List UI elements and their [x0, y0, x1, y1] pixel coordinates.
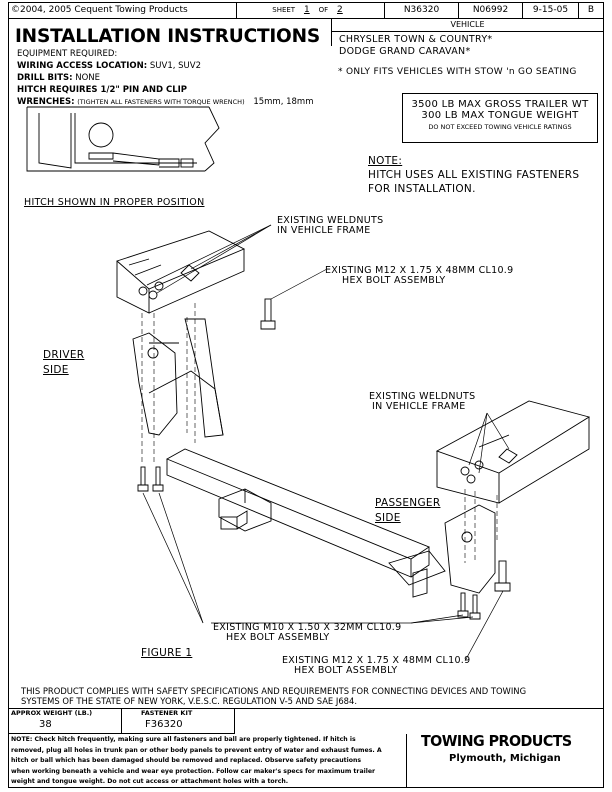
header-row: ©2004, 2005 Cequent Towing Products SHEE…	[9, 3, 603, 19]
drawing-number: N06992	[459, 3, 523, 18]
wrench-label: WRENCHES:	[17, 97, 75, 107]
bolt-m12-top-line-2: HEX BOLT ASSEMBLY	[342, 275, 446, 286]
figure-label: FIGURE 1	[141, 647, 193, 659]
weldnuts-2-line-1: EXISTING WELDNUTS	[369, 391, 476, 402]
sheet-number: 1	[303, 5, 310, 15]
footer-top-rule	[9, 708, 603, 709]
compliance-line-1: THIS PRODUCT COMPLIES WITH SAFETY SPECIF…	[21, 686, 527, 696]
vehicle-label: VEHICLE	[331, 18, 603, 32]
ratings-box: 3500 LB MAX GROSS TRAILER WT 300 LB MAX …	[402, 93, 598, 143]
wrench-note: (TIGHTEN ALL FASTENERS WITH TORQUE WRENC…	[77, 98, 245, 106]
driver-frame-bracket	[116, 230, 246, 314]
bolt-m12-bottom-line-1: EXISTING M12 X 1.75 X 48MM CL10.9	[282, 655, 471, 666]
proper-position-inset	[26, 106, 220, 172]
wrench-value: 15mm, 18mm	[253, 97, 314, 107]
wiring-value: SUV1, SUV2	[149, 61, 201, 71]
weldnuts-1-line-2: IN VEHICLE FRAME	[277, 225, 371, 236]
note-label: NOTE:	[368, 155, 403, 167]
brand-name: TOWING PRODUCTS	[421, 732, 572, 750]
kit-label: FASTENER KIT	[141, 709, 193, 717]
sheet-label: SHEET	[272, 6, 296, 14]
sheet-counter: SHEET 1 OF 2	[237, 3, 385, 18]
spec-table: APPROX WEIGHT (LB.) 38 FASTENER KIT F363…	[9, 708, 235, 734]
revision: B	[587, 5, 595, 15]
warning-line-4: when working beneath a vehicle and wear …	[11, 767, 376, 775]
vehicle-note: * ONLY FITS VEHICLES WITH STOW 'n GO SEA…	[338, 67, 577, 77]
drill-value: NONE	[75, 73, 100, 83]
vehicle-line-1: CHRYSLER TOWN & COUNTRY*	[339, 34, 493, 45]
bolt-m10-line-1: EXISTING M10 X 1.50 X 32MM CL10.9	[213, 622, 402, 633]
passenger-frame-bracket	[435, 400, 591, 504]
note-line-1: HITCH USES ALL EXISTING FASTENERS	[368, 169, 580, 181]
rating-tongue: 300 LB MAX TONGUE WEIGHT	[421, 110, 579, 121]
rating-gross: 3500 LB MAX GROSS TRAILER WT	[411, 99, 589, 110]
spec-divider	[121, 708, 122, 733]
wiring-row: WIRING ACCESS LOCATION: SUV1, SUV2	[17, 61, 201, 71]
compliance-line-2: SYSTEMS OF THE STATE OF NEW YORK, V.E.S.…	[21, 696, 357, 706]
vehicle-divider	[331, 32, 332, 46]
brand-city: Plymouth, Michigan	[449, 753, 561, 764]
wrench-row: WRENCHES: (TIGHTEN ALL FASTENERS WITH TO…	[17, 97, 313, 107]
drill-label: DRILL BITS:	[17, 73, 73, 83]
warning-line-5: weight and tongue weight. Do not cut acc…	[11, 778, 289, 786]
page-title: INSTALLATION INSTRUCTIONS	[15, 26, 320, 47]
driver-side-line-2: SIDE	[43, 364, 69, 376]
of-label: OF	[318, 6, 329, 14]
bolts	[137, 298, 511, 620]
warning-line-2: removed, plug all holes in trunk pan or …	[11, 746, 382, 754]
rating-warning: DO NOT EXCEED TOWING VEHICLE RATINGS	[428, 123, 572, 131]
copyright: ©2004, 2005 Cequent Towing Products	[9, 3, 237, 18]
passenger-hitch-bracket	[388, 504, 496, 598]
warning-line-1: NOTE: Check hitch frequently, making sur…	[11, 736, 356, 743]
hitch-requirement: HITCH REQUIRES 1/2" PIN AND CLIP	[17, 85, 187, 95]
date: 9-15-05	[523, 3, 579, 18]
passenger-side-line-2: SIDE	[375, 512, 401, 524]
weight-value: 38	[39, 719, 52, 730]
passenger-side-line-1: PASSENGER	[375, 497, 441, 509]
note-line-2: FOR INSTALLATION.	[368, 183, 476, 195]
weight-label: APPROX WEIGHT (LB.)	[11, 709, 93, 717]
hitch-diagram	[26, 106, 591, 662]
driver-side-line-1: DRIVER	[43, 349, 85, 361]
hitch-caption: HITCH SHOWN IN PROPER POSITION	[24, 197, 205, 208]
instruction-sheet: ©2004, 2005 Cequent Towing Products SHEE…	[8, 2, 604, 788]
weldnuts-2-line-2: IN VEHICLE FRAME	[372, 401, 466, 412]
bolt-m10-line-2: HEX BOLT ASSEMBLY	[226, 632, 330, 643]
drill-row: DRILL BITS: NONE	[17, 73, 100, 83]
safety-warning: NOTE: Check hitch frequently, making sur…	[9, 734, 407, 788]
hitch-crossbar	[165, 448, 430, 578]
weldnuts-1-line-1: EXISTING WELDNUTS	[277, 215, 384, 226]
part-number: N36320	[385, 3, 459, 18]
driver-hitch-bracket	[132, 318, 224, 438]
warning-line-3: hitch or ball which has been damaged sho…	[11, 757, 362, 765]
wiring-label: WIRING ACCESS LOCATION:	[17, 61, 148, 71]
vehicle-line-2: DODGE GRAND CARAVAN*	[339, 46, 471, 57]
equipment-heading: EQUIPMENT REQUIRED:	[17, 49, 118, 59]
sheet-total: 2	[337, 5, 343, 15]
bolt-m12-top-line-1: EXISTING M12 X 1.75 X 48MM CL10.9	[325, 265, 514, 276]
bolt-m12-bottom-line-2: HEX BOLT ASSEMBLY	[294, 665, 398, 676]
kit-value: F36320	[145, 719, 183, 730]
